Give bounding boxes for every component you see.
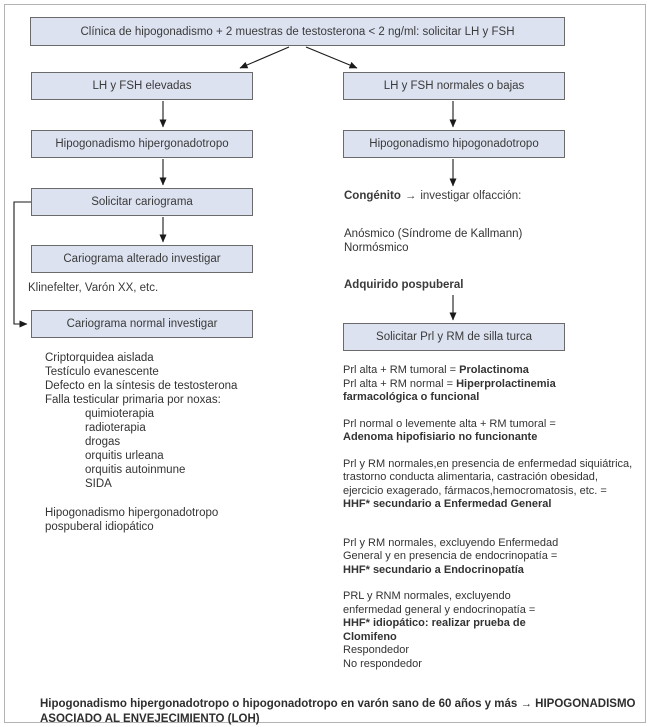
- finding-diagnosis: Adenoma hipofisiario no funcionante: [343, 431, 538, 443]
- right-findings-block: Prl alta + RM tumoral = Prolactinoma Prl…: [343, 364, 645, 684]
- finding-text: Prl alta + RM normal =: [343, 377, 457, 390]
- finding-text: Prl y RM normales,en presencia de enferm…: [343, 457, 633, 470]
- finding-text: Respondedor: [343, 644, 410, 656]
- flow-box-hypogonadotropic: Hipogonadismo hipogonadotropo: [343, 130, 565, 158]
- list-item: Falla testicular primaria por noxas:: [45, 394, 221, 406]
- finding-text: Prl alta + RM tumoral =: [343, 364, 460, 376]
- left-causes-list: Criptorquidea aislada Testículo evanesce…: [45, 351, 325, 534]
- footer-note: Hipogonadismo hipergonadotropo o hipogon…: [40, 697, 640, 726]
- acquired-postpubertal-label: Adquirido pospuberal: [344, 279, 464, 291]
- list-item: Anósmico (Síndrome de Kallmann): [344, 228, 523, 240]
- list-item-indented: drogas: [85, 436, 121, 448]
- flow-box-request-karyogram: Solicitar cariograma: [31, 188, 253, 216]
- right-arrow-glyph: →: [404, 190, 417, 202]
- congenital-line: Congénito→investigar olfacción:: [344, 190, 521, 202]
- flow-box-karyogram-normal: Cariograma normal investigar: [31, 310, 253, 338]
- finding-group-adenoma: Prl normal o levemente alta + RM tumoral…: [343, 418, 645, 445]
- finding-diagnosis: Prolactinoma: [459, 364, 529, 376]
- footer-line: Hipogonadismo hipergonadotropo o hipogon…: [40, 698, 636, 710]
- finding-text: PRL y RNM normales, excluyendo: [343, 590, 511, 602]
- list-item: Hipogonadismo hipergonadotropo: [45, 507, 219, 519]
- list-item: Normósmico: [344, 241, 409, 254]
- finding-text: No respondedor: [343, 657, 422, 670]
- list-item-indented: SIDA: [85, 478, 112, 490]
- flow-box-lh-fsh-normal-low: LH y FSH normales o bajas: [343, 72, 565, 100]
- list-item: pospuberal idiopático: [45, 521, 154, 533]
- list-item: Defecto en la síntesis de testosterona: [45, 380, 238, 392]
- finding-group-idiopathic: PRL y RNM normales, excluyendo enfermeda…: [343, 590, 645, 671]
- list-item: Criptorquidea aislada: [45, 352, 154, 364]
- finding-group-general-disease: Prl y RM normales,en presencia de enferm…: [343, 458, 645, 512]
- list-item: Testículo evanescente: [45, 366, 159, 378]
- finding-diagnosis: Hiperprolactinemia: [456, 377, 556, 390]
- list-item-indented: radioterapia: [85, 422, 146, 434]
- list-item-indented: quimioterapia: [85, 408, 155, 420]
- finding-text: enfermedad general y endocrinopatía =: [343, 603, 536, 616]
- olfaction-list: Anósmico (Síndrome de Kallmann) Normósmi…: [344, 228, 522, 256]
- footer-line: ASOCIADO AL ENVEJECIMIENTO (LOH): [40, 712, 260, 725]
- finding-text: Prl normal o levemente alta + RM tumoral…: [343, 417, 556, 430]
- flow-box-request-prl-rm: Solicitar Prl y RM de silla turca: [343, 323, 565, 351]
- finding-text: General y en presencia de endocrinopatía…: [343, 550, 558, 562]
- finding-diagnosis: Clomifeno: [343, 630, 397, 643]
- flow-box-root: Clínica de hipogonadismo + 2 muestras de…: [30, 17, 565, 46]
- finding-text: ejercicio exagerado, fármacos,hemocromat…: [343, 484, 607, 497]
- list-item-indented: orquitis autoinmune: [85, 464, 186, 476]
- flow-box-karyogram-altered: Cariograma alterado investigar: [31, 245, 253, 273]
- congenital-label: Congénito: [344, 190, 401, 202]
- finding-group-endocrinopathy: Prl y RM normales, excluyendo Enfermedad…: [343, 537, 645, 578]
- finding-diagnosis: HHF* idiopático: realizar prueba de: [343, 617, 526, 629]
- finding-diagnosis: farmacológica o funcional: [343, 391, 480, 403]
- finding-diagnosis: HHF* secundario a Enfermedad General: [343, 498, 552, 510]
- flow-box-hypergonadotropic: Hipogonadismo hipergonadotropo: [31, 130, 253, 158]
- finding-text: trastorno conducta alimentaria, castraci…: [343, 471, 598, 483]
- finding-diagnosis: HHF* secundario a Endocrinopatía: [343, 563, 524, 576]
- finding-text: Prl y RM normales, excluyendo Enfermedad: [343, 536, 559, 549]
- congenital-rest: investigar olfacción:: [420, 190, 522, 202]
- finding-group-prolactinoma: Prl alta + RM tumoral = Prolactinoma Prl…: [343, 364, 645, 405]
- list-item-indented: orquitis urleana: [85, 450, 164, 462]
- note-klinefelter: Klinefelter, Varón XX, etc.: [28, 282, 159, 294]
- flow-box-lh-fsh-elevated: LH y FSH elevadas: [31, 72, 253, 100]
